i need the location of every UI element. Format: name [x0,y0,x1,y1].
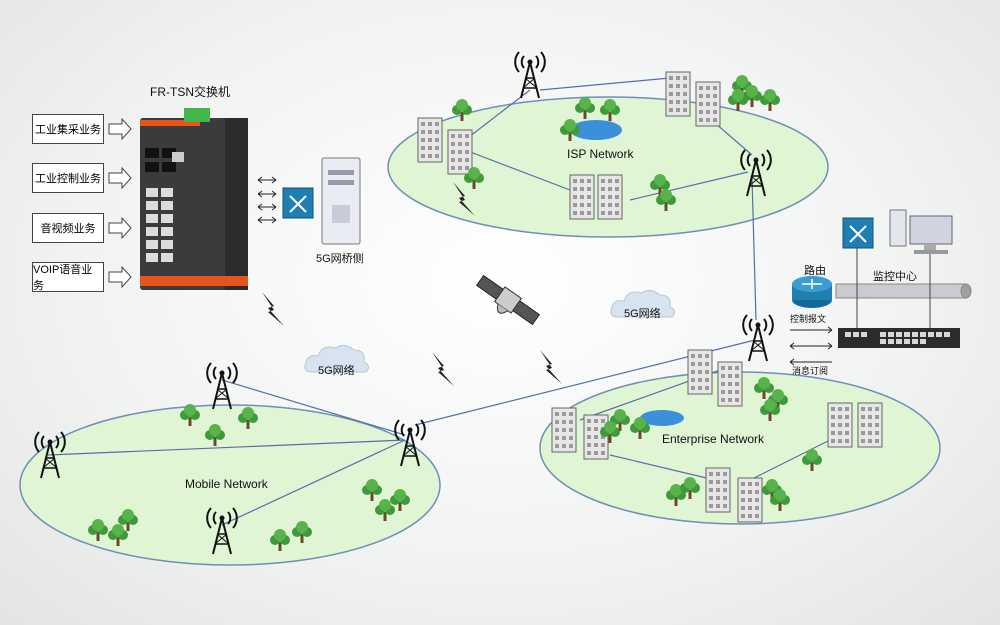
bridge-server-icon [321,157,361,245]
enterprise-network-label: Enterprise Network [662,432,765,446]
isp-network-label: ISP Network [567,147,634,161]
tower-isp-top [514,51,546,99]
tower-enterprise [742,314,774,362]
service-box-industrial-collection: 工业集采业务 [32,114,104,144]
building-icon [717,361,743,407]
building-icon [705,467,731,513]
building-icon [695,81,721,127]
monitor-center-label: 监控中心 [873,271,917,283]
cloud-label-left: 5G网络 [318,365,355,377]
building-icon [569,174,595,220]
router-icon [792,276,832,308]
building-icon [857,402,883,448]
building-icon [597,174,623,220]
building-icon [551,407,577,453]
service-box-audio-video: 音视频业务 [32,213,104,243]
bridge-label: 5G网桥侧 [316,253,364,265]
building-icon [737,477,763,523]
monitor-switch-icon [842,217,874,249]
control-message-label: 控制报文 [790,314,827,324]
wireless-link-icon [540,350,562,384]
wireless-link-icon [262,292,284,326]
wireless-link-icon [432,352,454,386]
link-lines [47,77,831,526]
building-icon [583,414,609,460]
switch-bridge-arrows [257,176,277,224]
rack-switch-device [838,248,960,348]
monitor-arrows [789,326,833,366]
building-icon [417,117,443,163]
bridge-switch-icon [282,187,314,219]
lake-icon [640,410,684,426]
switch-title: FR-TSN交换机 [150,85,230,99]
cloud-label-right: 5G网络 [624,308,661,320]
service-arrows [108,117,132,289]
service-box-industrial-control: 工业控制业务 [32,163,104,193]
tsn-switch-device [140,108,248,290]
building-icon [665,71,691,117]
router-label: 路由 [804,265,826,277]
monitor-pc-icon [889,209,953,254]
tower-mobile-top [206,362,238,410]
building-icon [687,349,713,395]
subscribe-message-label: 消息订阅 [792,366,829,376]
isp-network-ellipse [387,96,829,238]
mobile-network-label: Mobile Network [185,477,268,491]
satellite-icon [476,274,540,326]
monitor-pipe [835,283,972,299]
building-icon [827,402,853,448]
service-box-voip: VOIP语音业务 [32,262,104,292]
lake-icon [570,120,622,140]
building-icon [447,129,473,175]
